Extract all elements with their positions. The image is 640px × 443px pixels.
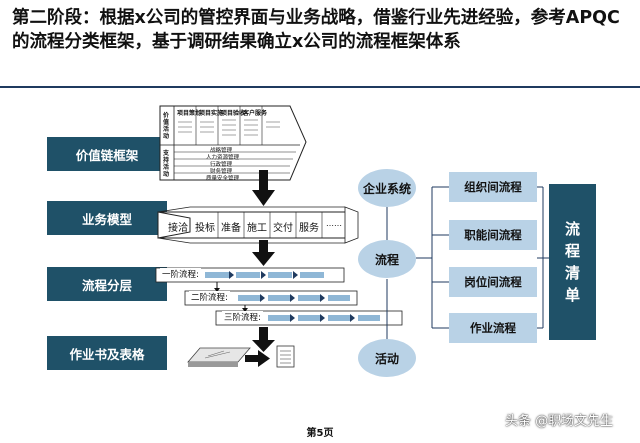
vc-support-finance: 财务管理	[210, 169, 233, 175]
business-model-button[interactable]: 业务模型	[47, 201, 167, 235]
oval-activity[interactable]: 活动	[358, 339, 416, 377]
value-chain-framework-button[interactable]: 价值链框架	[47, 137, 167, 171]
step-construct: 施工	[247, 223, 267, 234]
vc-header-implementation: 项目实施	[199, 110, 224, 117]
oval-connectors	[386, 186, 549, 339]
step-service: 服务	[299, 223, 319, 234]
vc-header-planning: 项目策划	[177, 110, 202, 117]
process-layering-button[interactable]: 流程分层	[47, 267, 167, 301]
inter-function-process-box[interactable]: 职能间流程	[449, 220, 537, 250]
vc-support-strategy: 战略管理	[210, 148, 233, 154]
step-prepare: 准备	[221, 223, 241, 234]
tier-level-2-label: 二阶流程:	[189, 291, 230, 303]
documents-graphic	[187, 345, 295, 368]
value-activity-label: 价值活动	[163, 112, 170, 140]
tier-level-1-label: 一阶流程:	[160, 268, 201, 280]
inter-position-process-box[interactable]: 岗位间流程	[449, 267, 537, 297]
value-chain-graphic	[159, 105, 307, 206]
title-divider	[0, 86, 640, 88]
page-title: 第二阶段：根据x公司的管控界面与业务战略，借鉴行业先进经验，参考APQC的流程分…	[12, 8, 620, 52]
process-tiers-graphic	[155, 267, 403, 352]
tier-level-3-label: 三阶流程:	[222, 311, 263, 323]
page-number: 第5页	[306, 428, 334, 439]
work-instruction-button[interactable]: 作业书及表格	[47, 336, 167, 370]
support-activity-label: 支持活动	[163, 150, 170, 178]
process-list-box[interactable]: 流程清单	[549, 184, 596, 340]
oval-process[interactable]: 流程	[358, 240, 416, 278]
oval-enterprise-system[interactable]: 企业系统	[358, 169, 416, 207]
inter-organization-process-box[interactable]: 组织间流程	[449, 172, 537, 202]
vc-support-quality: 质量安全管理	[206, 176, 240, 182]
vc-header-acceptance: 项目验收	[221, 110, 246, 117]
step-bid: 投标	[195, 223, 215, 234]
business-chain-graphic	[157, 206, 359, 266]
watermark: 头条 @职场文先生	[505, 414, 614, 429]
vc-header-service: 客户服务	[243, 110, 268, 117]
operation-process-box[interactable]: 作业流程	[449, 313, 537, 343]
vc-support-hr: 人力资源管理	[206, 155, 240, 161]
step-deliver: 交付	[273, 223, 293, 234]
step-contact: 接洽	[168, 223, 188, 234]
process-list-label: 流程清单	[564, 220, 580, 304]
vc-support-admin: 行政管理	[210, 162, 233, 168]
step-more: ……	[326, 219, 342, 228]
